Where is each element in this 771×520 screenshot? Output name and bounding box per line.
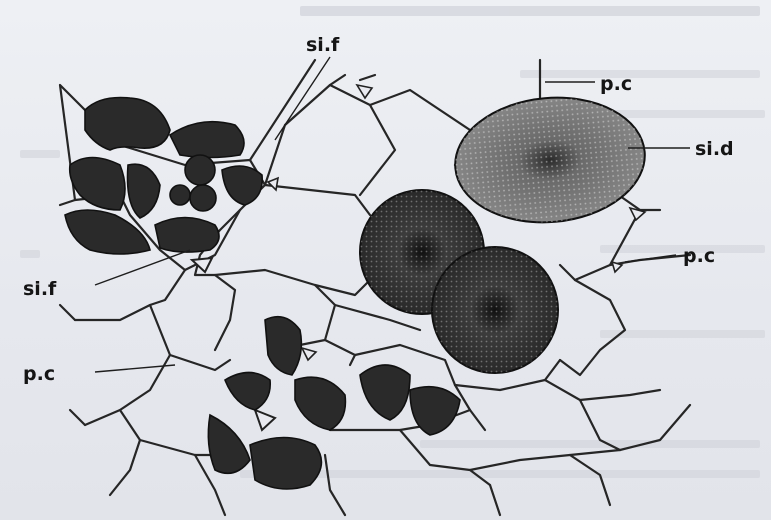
label-sif-top: si.f xyxy=(306,34,340,56)
label-sid-right: si.d xyxy=(695,138,734,160)
label-sif-left: si.f xyxy=(23,278,57,300)
compound-starch-grain-lower xyxy=(208,317,460,489)
simple-starch-grain-center-bottom xyxy=(432,247,558,373)
compound-starch-grain-upper-left xyxy=(65,98,262,255)
label-pc-right: p.c xyxy=(683,245,715,267)
label-pc-left: p.c xyxy=(23,363,55,385)
label-pc-top: p.c xyxy=(600,73,632,95)
